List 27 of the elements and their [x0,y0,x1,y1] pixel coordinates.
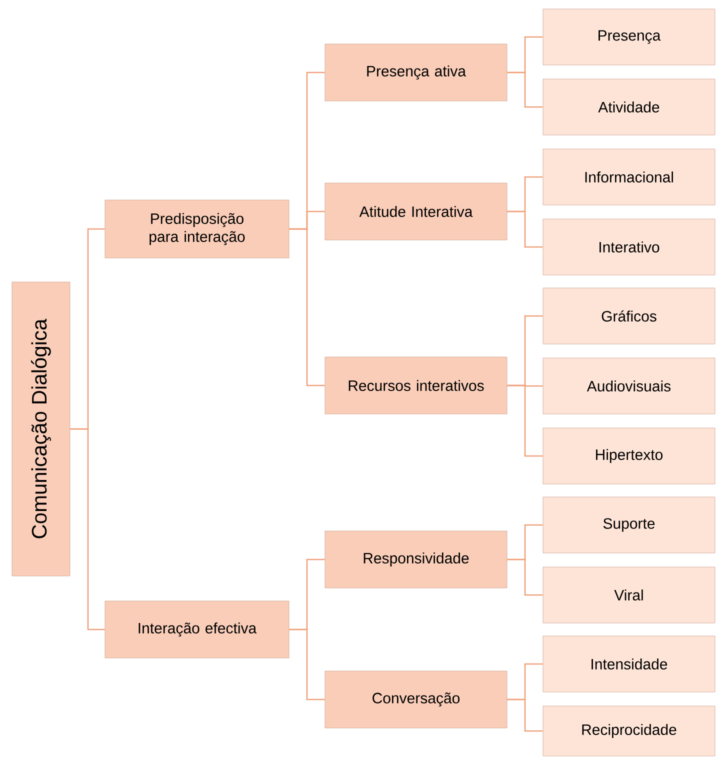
leaf-box: Informacional [542,148,716,206]
connector-line [289,228,325,386]
connector-line [289,628,325,700]
category-box: Presença ativa [324,44,508,102]
leaf-box: Atividade [542,78,716,136]
leaf-box: Presença [542,8,716,66]
connector-line [507,698,543,732]
leaf-box: Suporte [542,496,716,554]
category-box: Predisposição para interação [104,200,290,258]
category-box: Atitude Interativa [324,182,508,240]
leaf-box: Viral [542,566,716,624]
leaf-box: Gráficos [542,288,716,344]
category-box: Recursos interativos [324,356,508,414]
category-box: Responsividade [324,530,508,588]
leaf-box: Intensidade [542,636,716,692]
category-box: Conversação [324,670,508,728]
category-box: Interação efectiva [104,600,290,658]
leaf-box: Interativo [542,218,716,276]
leaf-box: Hipertexto [542,428,716,484]
connector-line [70,428,105,630]
leaf-box: Reciprocidade [542,706,716,756]
connector-line [507,558,543,596]
connector-line [507,72,543,108]
leaf-box: Audiovisuais [542,358,716,414]
connector-line [507,210,543,248]
connector-line [507,384,543,457]
root-box: Comunicação Dialógica [12,282,70,576]
